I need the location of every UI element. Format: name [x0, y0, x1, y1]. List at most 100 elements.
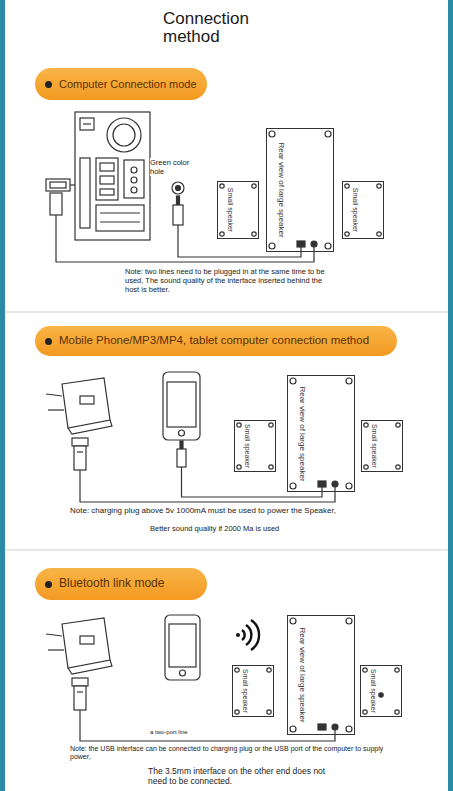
screw-hole	[237, 423, 241, 427]
screw-hole	[325, 131, 331, 137]
speaker-box: Small speaker	[361, 420, 403, 472]
speaker-port	[332, 481, 338, 487]
port-label: Green color hole	[150, 158, 198, 176]
note-text: Note: charging plug above 5v 1000mA must…	[70, 506, 415, 516]
section-heading: Mobile Phone/MP3/MP4, tablet computer co…	[35, 326, 397, 356]
charger-prong	[48, 649, 64, 650]
speaker-box: Rear view of large speaker	[266, 128, 334, 252]
screw-hole	[252, 184, 256, 188]
speaker-label: Small speaker	[227, 188, 234, 232]
screw-hole	[377, 232, 381, 236]
note-text: Better sound quality if 2000 Ma is used	[150, 524, 370, 533]
speaker-port	[332, 724, 338, 730]
speaker-label: Small speaker	[370, 669, 377, 713]
usb-plug	[70, 184, 75, 185]
speaker-box: Small speaker	[342, 181, 384, 239]
phone-button	[180, 670, 186, 676]
speaker-box: Small speaker	[360, 665, 402, 717]
power-socket	[83, 123, 91, 124]
screw-hole	[267, 710, 271, 714]
audio-jack	[131, 177, 137, 183]
screw-hole	[363, 668, 367, 672]
heading-text: Bluetooth link mode	[59, 577, 164, 591]
wave	[242, 630, 245, 640]
usb-wire	[80, 710, 335, 741]
screw-hole	[220, 232, 224, 236]
screw-hole	[235, 668, 239, 672]
charger-socket	[80, 396, 94, 404]
screw-hole	[395, 668, 399, 672]
phone-button	[179, 430, 185, 436]
bullet	[45, 81, 52, 88]
screws	[220, 131, 400, 732]
usb-plug	[72, 438, 88, 446]
usb-wire	[56, 215, 314, 262]
screw-hole	[220, 184, 224, 188]
wave	[251, 620, 259, 650]
speaker-box: Small speaker	[234, 420, 276, 472]
screw-hole	[235, 710, 239, 714]
screw-hole	[237, 465, 241, 469]
fan	[107, 118, 141, 152]
audio-jack	[131, 187, 137, 193]
speaker-box: Small speaker	[217, 181, 259, 239]
screw-hole	[290, 618, 296, 624]
speaker-label: Small speaker	[244, 424, 251, 468]
speaker-label: Rear view of large speaker	[298, 627, 306, 722]
phone	[163, 372, 200, 440]
speaker-box: Rear view of large speaker	[287, 615, 355, 735]
slot	[80, 158, 90, 228]
port	[100, 176, 114, 184]
charger-body	[68, 660, 112, 674]
divider	[5, 549, 448, 550]
usb-plug	[77, 691, 83, 692]
screw-hole	[346, 726, 352, 732]
green-hole	[176, 186, 181, 191]
port	[100, 189, 114, 195]
speaker-box: Rear view of large speaker	[287, 375, 355, 492]
audio-plug	[177, 196, 180, 205]
screw-hole	[267, 668, 271, 672]
speaker-box: Small speaker	[232, 665, 274, 717]
screw-hole	[269, 131, 275, 137]
speaker-port	[318, 481, 326, 487]
section-heading: Bluetooth link mode	[35, 568, 207, 600]
heading-text: Mobile Phone/MP3/MP4, tablet computer co…	[59, 334, 369, 347]
screw-hole	[395, 710, 399, 714]
speaker-label: Small speaker	[371, 424, 378, 468]
note-text: Note: the USB interface can be connected…	[70, 745, 405, 762]
green-hole	[172, 182, 184, 194]
charger-prong	[48, 409, 64, 410]
screw-hole	[290, 483, 296, 489]
screw-hole	[363, 710, 367, 714]
bullet	[45, 581, 52, 588]
port	[100, 163, 114, 171]
page-title: Connection method	[163, 10, 263, 46]
edge-strip	[0, 0, 5, 791]
expansion-slots	[100, 221, 140, 222]
charger-body	[62, 618, 110, 668]
charger-prong	[46, 394, 62, 396]
audio-jack	[131, 167, 137, 173]
audio-plug	[173, 205, 183, 225]
note-text: The 3.5mm interface on the other end doe…	[148, 766, 328, 786]
note-text: Note: two lines need to be plugged in at…	[125, 267, 330, 294]
charger	[46, 378, 112, 434]
charger	[46, 618, 112, 674]
usb-plug	[77, 451, 83, 452]
speaker-port	[297, 241, 305, 247]
expansion-slots	[100, 212, 140, 213]
wave	[246, 625, 251, 645]
power-socket	[80, 118, 94, 130]
tower-case	[75, 112, 150, 240]
wave-dot	[236, 633, 240, 637]
heading-text: Computer Connection mode	[59, 78, 197, 91]
screw-hole	[290, 726, 296, 732]
screw-hole	[290, 378, 296, 384]
usb-plug	[50, 193, 62, 215]
usb-plug	[74, 446, 86, 470]
wireless-symbol	[236, 620, 259, 650]
audio-plug	[180, 441, 183, 449]
audio-plug	[177, 449, 186, 467]
